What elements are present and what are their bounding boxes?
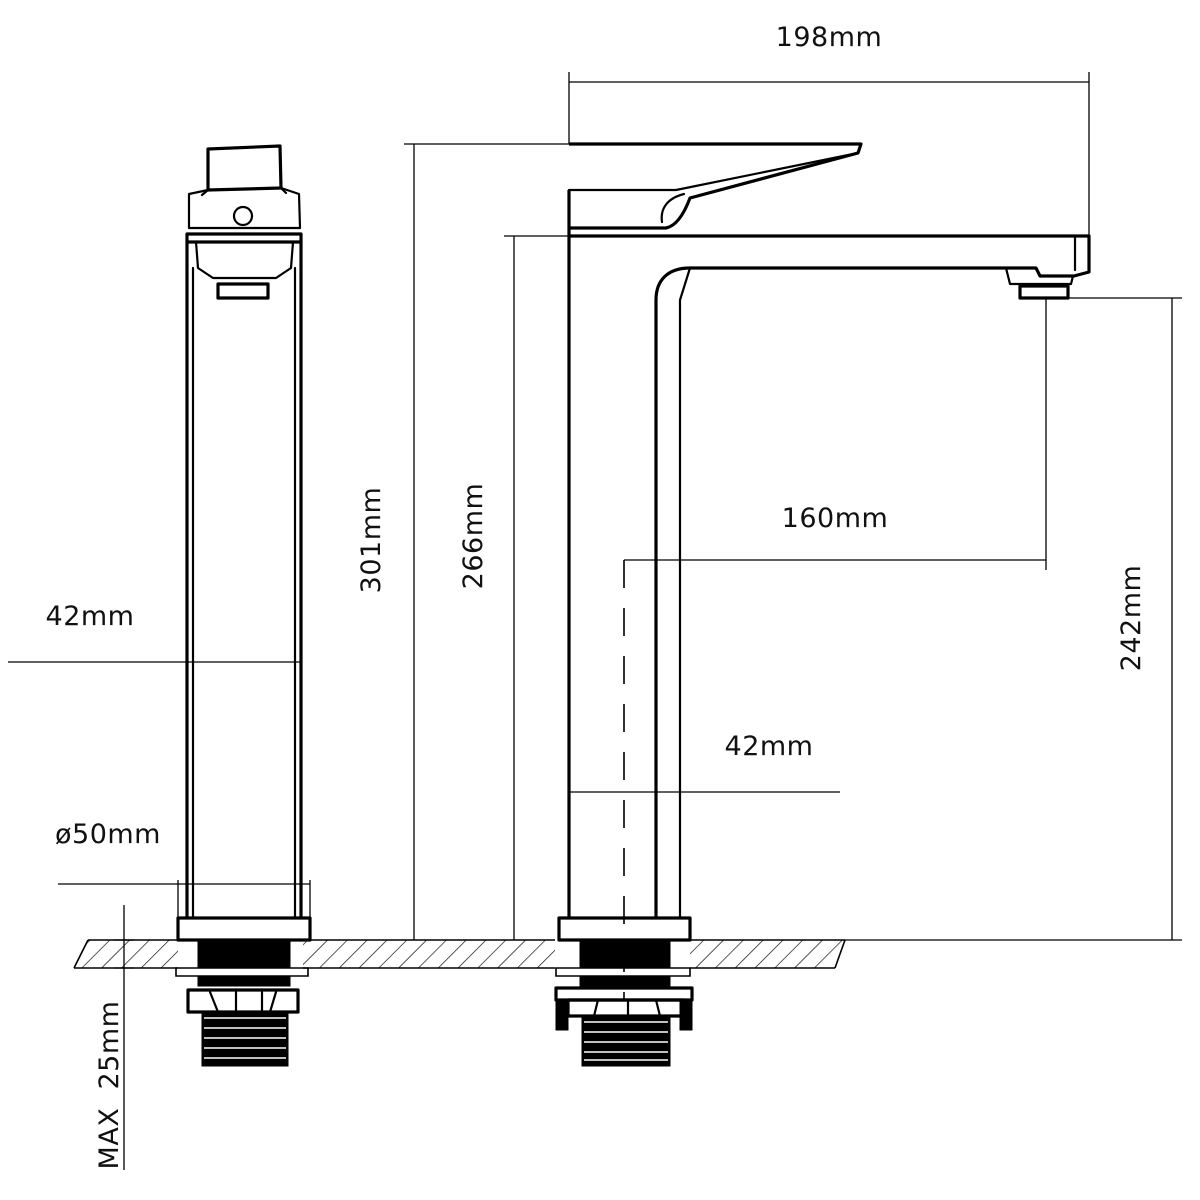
side-view-faucet: [175, 144, 312, 1067]
width-total-label: 198mm: [776, 22, 883, 53]
body-width-front-label: 42mm: [725, 731, 814, 762]
body-width-side-label: 42mm: [46, 601, 135, 632]
max-deck-label: MAX 25mm: [94, 1001, 125, 1170]
reach-label: 160mm: [782, 503, 889, 534]
base-diameter-label: ø50mm: [55, 819, 161, 850]
height-spout-label: 266mm: [458, 483, 489, 590]
dimension-labels: 198mm 301mm 266mm 242mm 160mm 42mm 42mm …: [46, 22, 1147, 1169]
countertop: [73, 939, 846, 969]
height-outlet-label: 242mm: [1116, 565, 1147, 672]
height-total-label: 301mm: [356, 487, 387, 594]
dimension-lines: [8, 72, 1182, 1170]
front-view-faucet: [554, 142, 1091, 1067]
